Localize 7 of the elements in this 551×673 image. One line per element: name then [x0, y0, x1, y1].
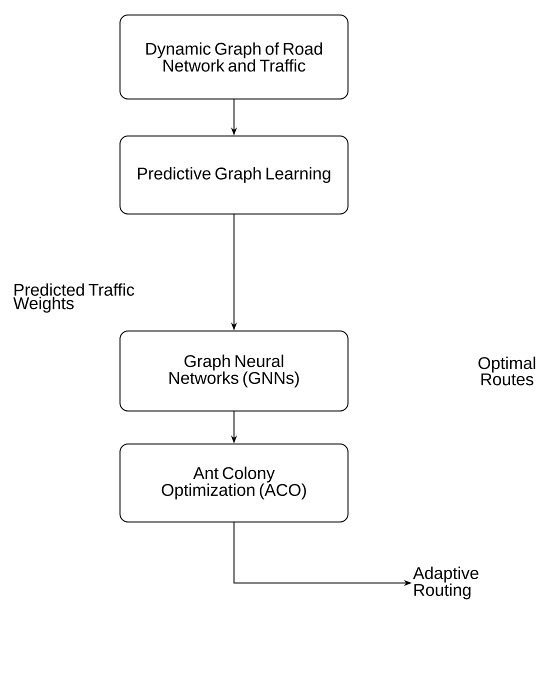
output-label: Adaptive Routing	[413, 566, 478, 600]
process-box: Graph Neural Networks (GNNs)	[120, 330, 348, 412]
process-box: Dynamic Graph of Road Network and Traffic	[120, 14, 348, 100]
process-box: Ant Colony Optimization (ACO)	[120, 444, 348, 522]
note-label: Optimal Routes	[478, 356, 536, 386]
note-label: Predicted Traffic Weights	[13, 283, 134, 313]
process-box: Predictive Graph Learning	[120, 136, 348, 214]
